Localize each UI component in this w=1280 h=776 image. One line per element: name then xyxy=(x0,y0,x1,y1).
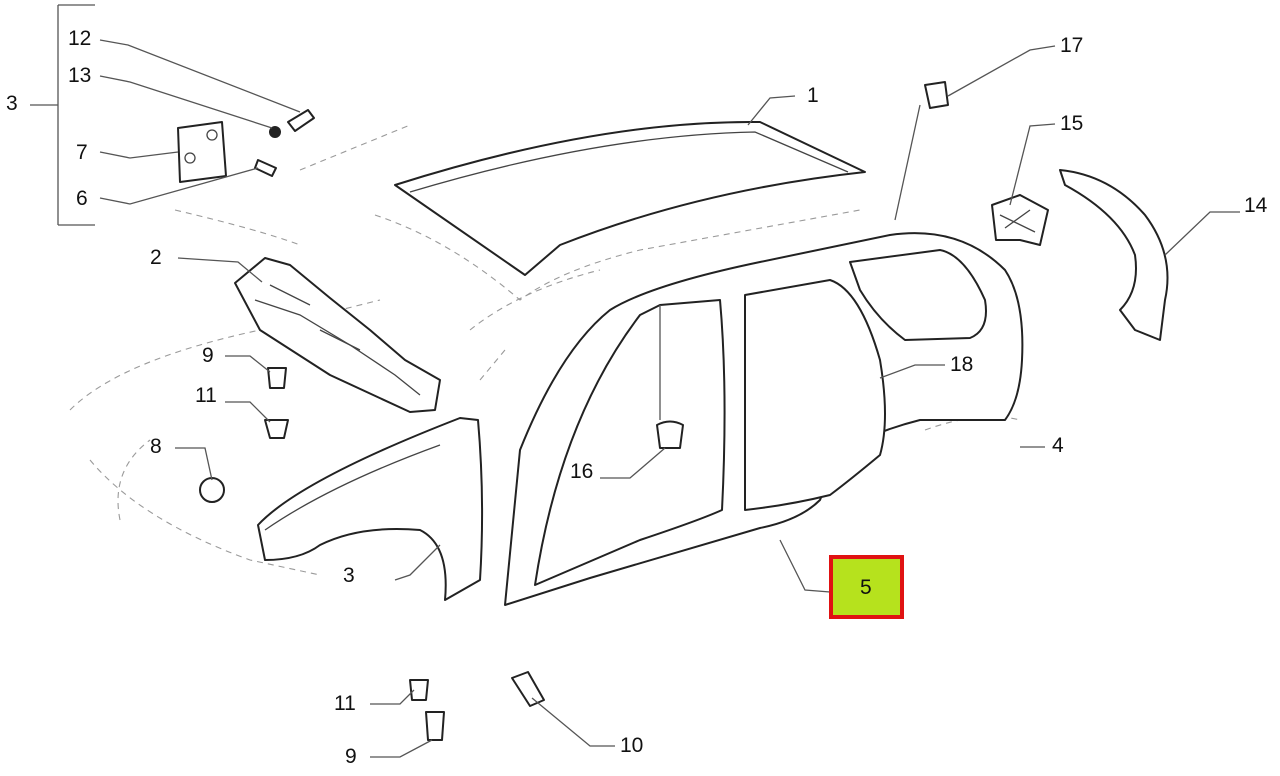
callout-13: 13 xyxy=(68,64,91,87)
callout-16: 16 xyxy=(570,460,593,483)
callout-labels: 1 2 3 3 4 5 6 7 8 9 9 10 11 11 12 13 14 … xyxy=(6,27,1268,768)
callout-9-lower: 9 xyxy=(345,745,357,768)
clip-icon xyxy=(409,679,429,701)
reinforcement-bracket xyxy=(991,194,1049,246)
callout-11-upper: 11 xyxy=(195,384,217,407)
callout-7: 7 xyxy=(76,141,88,164)
highlight-box-part-5 xyxy=(829,555,904,619)
callout-3-bracket: 3 xyxy=(6,92,18,115)
screw-icon xyxy=(511,671,545,707)
bolt-icon xyxy=(425,711,445,741)
callout-15: 15 xyxy=(1060,112,1083,135)
callout-10: 10 xyxy=(620,734,643,757)
ghost-body-outline xyxy=(69,124,1021,576)
callout-14: 14 xyxy=(1244,194,1268,217)
grommet-icon xyxy=(199,477,225,503)
leader-lines xyxy=(30,4,1240,758)
callout-8: 8 xyxy=(150,435,162,458)
callout-18: 18 xyxy=(950,353,973,376)
callout-1: 1 xyxy=(807,84,819,107)
callout-6: 6 xyxy=(76,187,88,210)
callout-9-upper: 9 xyxy=(202,344,214,367)
callout-11-lower: 11 xyxy=(334,692,356,715)
callout-3-fender: 3 xyxy=(343,564,355,587)
hinge-bracket-assembly xyxy=(177,109,315,183)
washer-icon xyxy=(269,126,281,138)
callout-12: 12 xyxy=(68,27,91,50)
clip-icon xyxy=(924,81,949,109)
clip-icon xyxy=(264,419,289,439)
front-fender xyxy=(257,417,484,601)
rear-wheelhouse-inner xyxy=(1059,169,1169,341)
callout-2: 2 xyxy=(150,246,162,269)
callout-4: 4 xyxy=(1052,434,1064,457)
roof-panel xyxy=(394,120,866,276)
side-body-panel xyxy=(504,232,1024,606)
bolt-icon xyxy=(267,367,287,389)
callout-17: 17 xyxy=(1060,34,1083,57)
callout-5: 5 xyxy=(860,576,872,599)
plug-icon xyxy=(656,420,684,449)
cowl-panel xyxy=(234,257,441,413)
